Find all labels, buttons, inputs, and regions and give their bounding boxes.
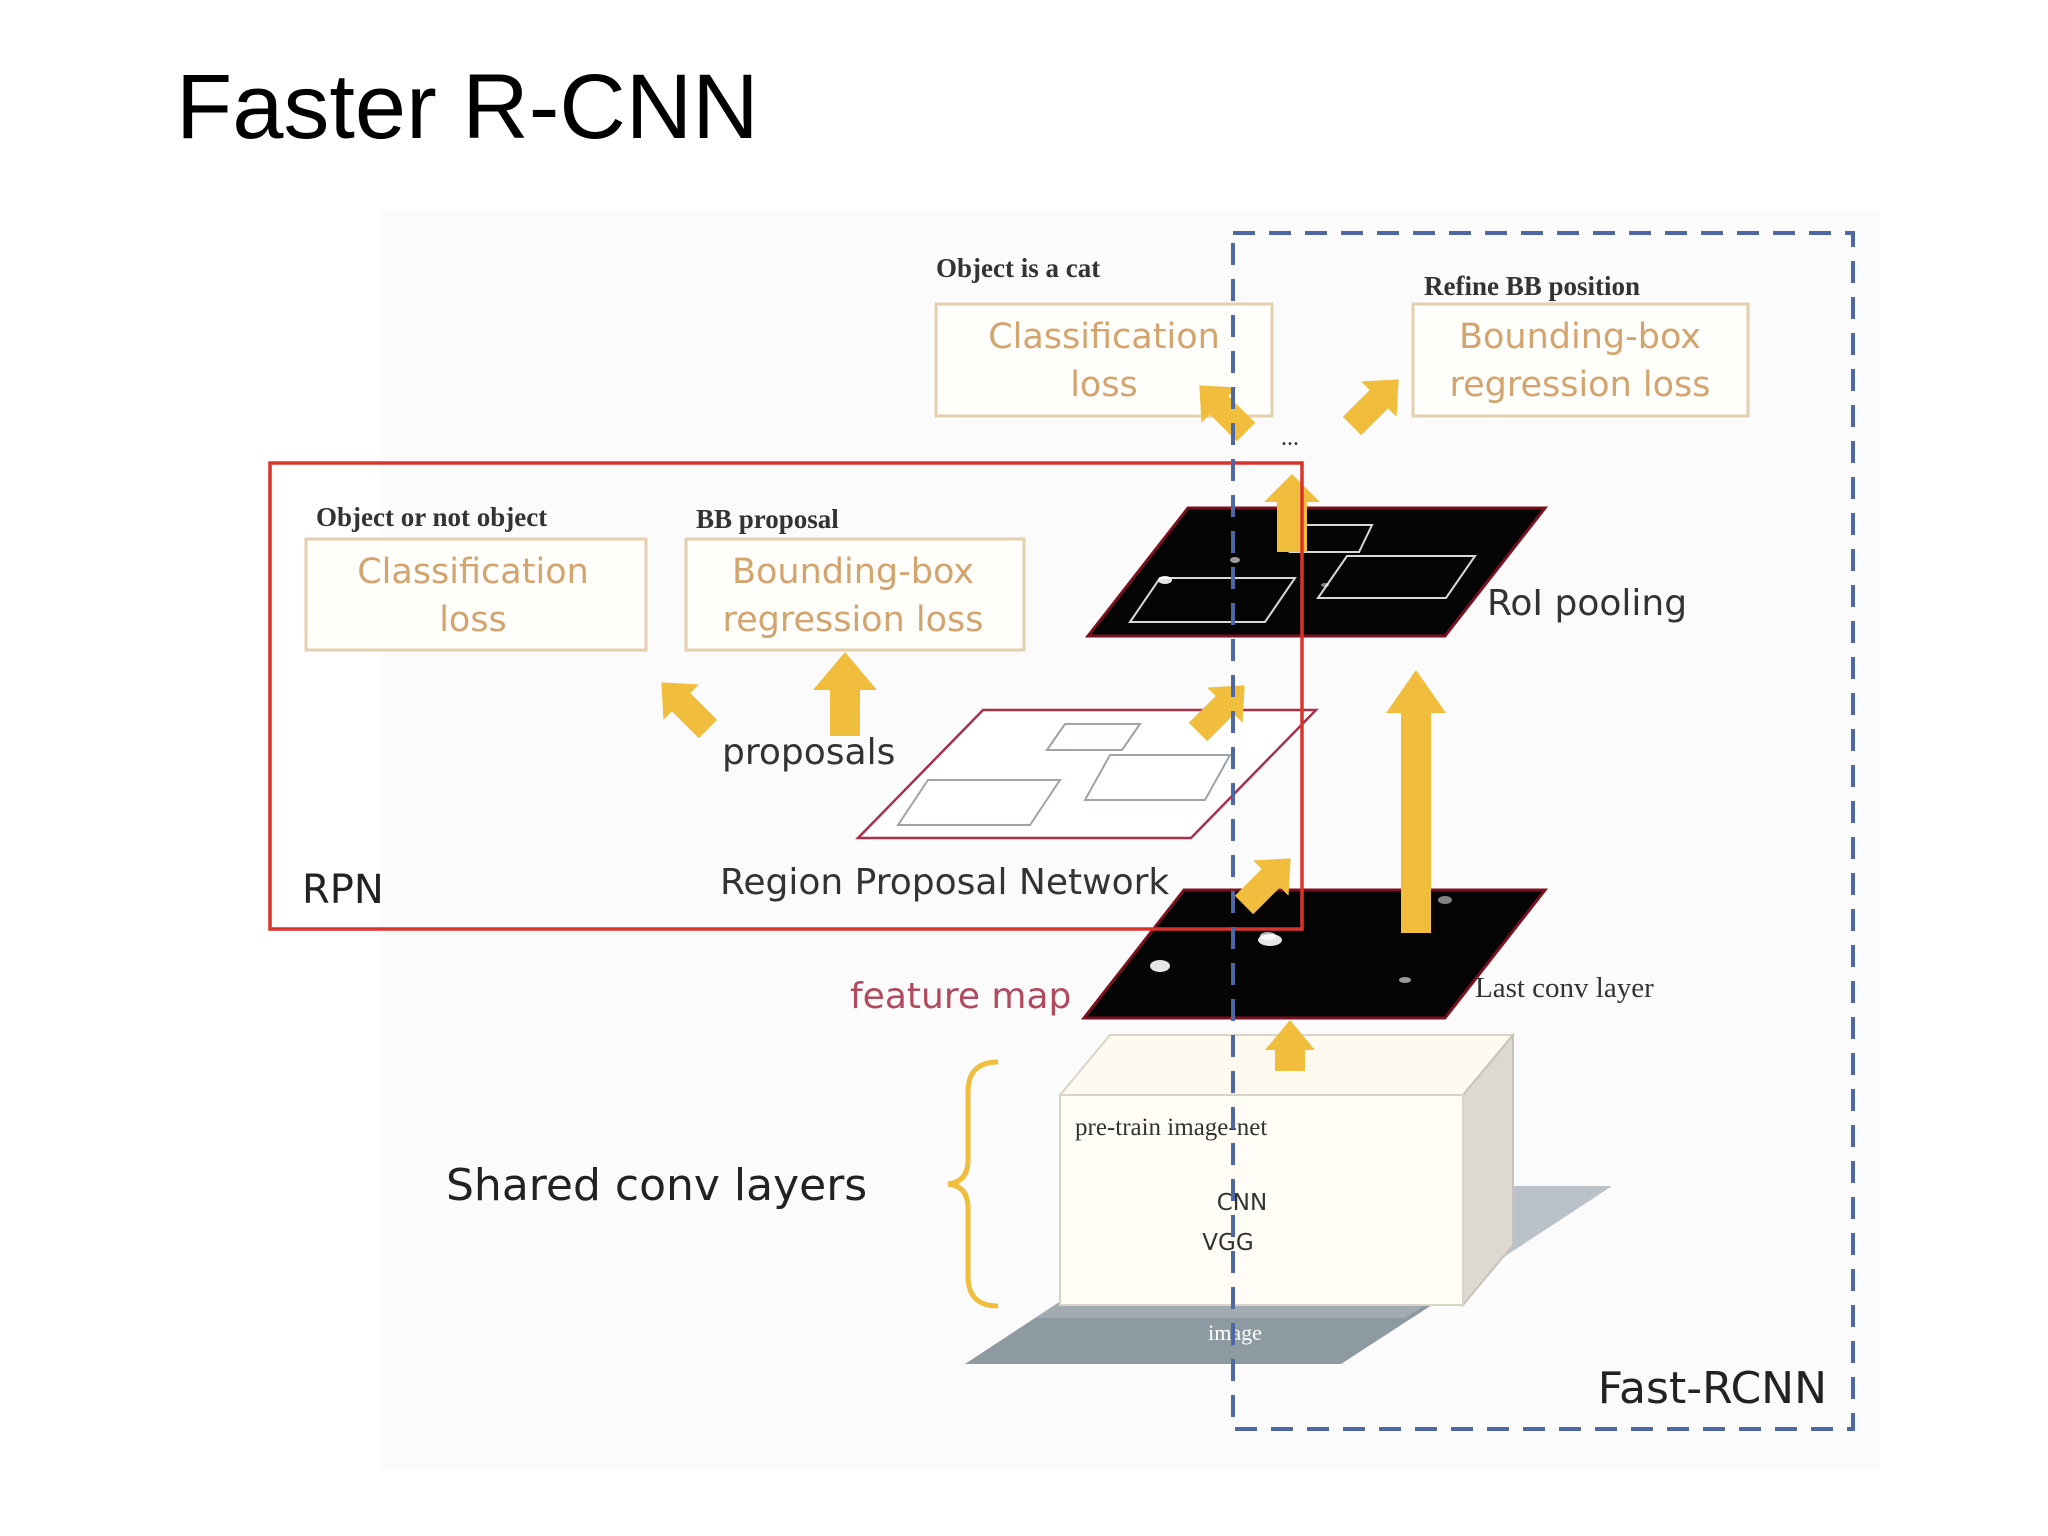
fast-cls-loss-line2: loss	[1070, 365, 1138, 405]
arrow-feature-map-to-roi	[1386, 670, 1446, 933]
rpn-cls-caption: Object or not object	[316, 502, 547, 532]
arrow-to-fast-cls-loss	[1199, 385, 1256, 442]
rpn-reg-caption: BB proposal	[696, 504, 839, 534]
cnn-label: CNN	[1217, 1190, 1267, 1216]
rpn-reg-loss-line1: Bounding-box	[732, 552, 974, 592]
rpn-frame	[268, 461, 1304, 931]
fast-reg-loss-line2: regression loss	[1449, 365, 1710, 405]
arrow-proposals-to-roi	[1188, 685, 1245, 742]
arrow-proposals-to-rpn-cls	[661, 682, 718, 739]
vgg-label: VGG	[1202, 1230, 1253, 1256]
fast-rcnn-label: Fast-RCNN	[1598, 1363, 1827, 1414]
rpn-reg-loss-line2: regression loss	[722, 600, 983, 640]
arrow-roi-to-heads	[1264, 474, 1320, 552]
arrows	[661, 379, 1446, 1071]
fast-reg-loss-box	[1411, 302, 1750, 418]
rpn-reg-loss-box	[684, 537, 1026, 652]
arrow-to-fast-reg-loss	[1342, 379, 1399, 436]
arrow-feature-map-to-rpn	[1234, 858, 1291, 915]
rpn-label: RPN	[302, 867, 384, 913]
fast-rcnn-frame	[1231, 231, 1855, 1431]
arrow-cnn-to-feature-map	[1265, 1020, 1315, 1071]
slide-title: Faster R-CNN	[176, 56, 759, 158]
fast-cls-caption: Object is a cat	[936, 253, 1100, 283]
rpn-cls-loss-line1: Classification	[357, 552, 589, 592]
proposals-label: proposals	[722, 732, 895, 773]
roi-activations	[1158, 557, 1329, 587]
fast-reg-loss-line1: Bounding-box	[1459, 317, 1701, 357]
roi-pooling-label: RoI pooling	[1487, 583, 1687, 624]
shared-conv-label: Shared conv layers	[446, 1160, 867, 1211]
rpn-cls-loss-box	[304, 537, 648, 652]
feature-map-label: feature map	[850, 976, 1071, 1017]
fast-cls-loss-line1: Classification	[988, 317, 1220, 357]
last-conv-label: Last conv layer	[1475, 972, 1654, 1004]
feature-map-activations	[1150, 896, 1452, 983]
fast-reg-caption: Refine BB position	[1424, 271, 1640, 301]
arrow-proposals-to-rpn-reg	[813, 652, 877, 736]
rpn-cls-loss-line2: loss	[439, 600, 507, 640]
proposals-plane	[855, 708, 1319, 840]
cnn-pretrain-label: pre-train image-net	[1075, 1114, 1267, 1141]
roi-pooling-plane	[1084, 506, 1549, 638]
shared-conv-bracket	[947, 1059, 999, 1309]
ellipsis: ...	[1281, 425, 1299, 451]
cnn-box	[1057, 1032, 1516, 1308]
region-proposal-network-label: Region Proposal Network	[720, 862, 1169, 903]
